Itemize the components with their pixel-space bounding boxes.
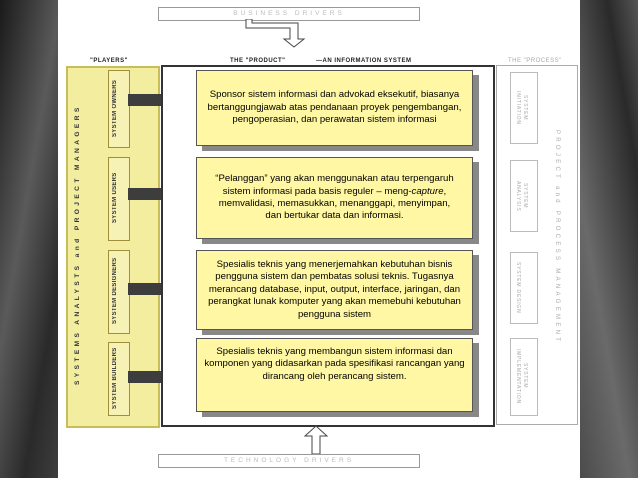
role-label-system-builders: SYSTEM BUILDERS (112, 347, 118, 409)
card-text-builders: Spesialis teknis yang membangun sistem i… (204, 346, 465, 382)
players-vertical-label: SYSTEMS ANALYSTS and PROJECT MANAGERS (74, 104, 81, 386)
process-vertical-label: PROJECT and PROCESS MANAGEMENT (554, 130, 560, 345)
process-box-initiation (510, 72, 538, 144)
process-box-design (510, 252, 538, 324)
process-label-initiation: SYSTEM INITIATION (515, 91, 528, 125)
role-label-system-owners: SYSTEM OWNERS (112, 79, 118, 137)
process-label-analysis: SYSTEM ANALYSIS (515, 180, 528, 212)
process-label-design: SYSTEM DESIGN (515, 262, 521, 314)
slide: BUSINESS DRIVERS "PLAYERS" THE "PRODUCT"… (58, 0, 580, 478)
technology-drivers-bar: TECHNOLOGY DRIVERS (158, 454, 420, 468)
process-box-analysis (510, 160, 538, 232)
business-drivers-bar: BUSINESS DRIVERS (158, 7, 420, 21)
role-box-system-owners (108, 70, 130, 148)
card-text-users-italic: capture (411, 185, 444, 197)
players-title: "PLAYERS" (90, 58, 128, 64)
process-label-implementation: SYSTEM IMPLEMENTATION (515, 348, 528, 404)
role-label-system-users: SYSTEM USERS (112, 172, 118, 224)
card-text-users-a: “Pelanggan” yang akan menggunakan atau t… (215, 173, 454, 197)
product-subtitle: —AN INFORMATION SYSTEM (316, 58, 412, 64)
down-arrow-top (245, 19, 306, 48)
card-system-builders: Spesialis teknis yang membangun sistem i… (196, 338, 473, 412)
card-text-designers: Spesialis teknis yang menerjemahkan kebu… (208, 258, 461, 320)
card-text-users-b: , memvalidasi, memasukkan, menanggapi, m… (218, 185, 451, 222)
card-system-owners: Sponsor sistem informasi dan advokad eks… (196, 70, 473, 146)
card-system-users: “Pelanggan” yang akan menggunakan atau t… (196, 157, 473, 239)
process-title: THE "PROCESS" (508, 58, 562, 64)
up-arrow-bottom (303, 425, 329, 454)
role-label-system-designers: SYSTEM DESIGNERS (112, 257, 118, 325)
product-title: THE "PRODUCT" (230, 58, 286, 64)
card-text-owners: Sponsor sistem informasi dan advokad eks… (207, 89, 462, 126)
card-system-designers: Spesialis teknis yang menerjemahkan kebu… (196, 250, 473, 330)
card-text-users: “Pelanggan” yang akan menggunakan atau t… (211, 173, 458, 223)
process-box-implementation (510, 338, 538, 416)
